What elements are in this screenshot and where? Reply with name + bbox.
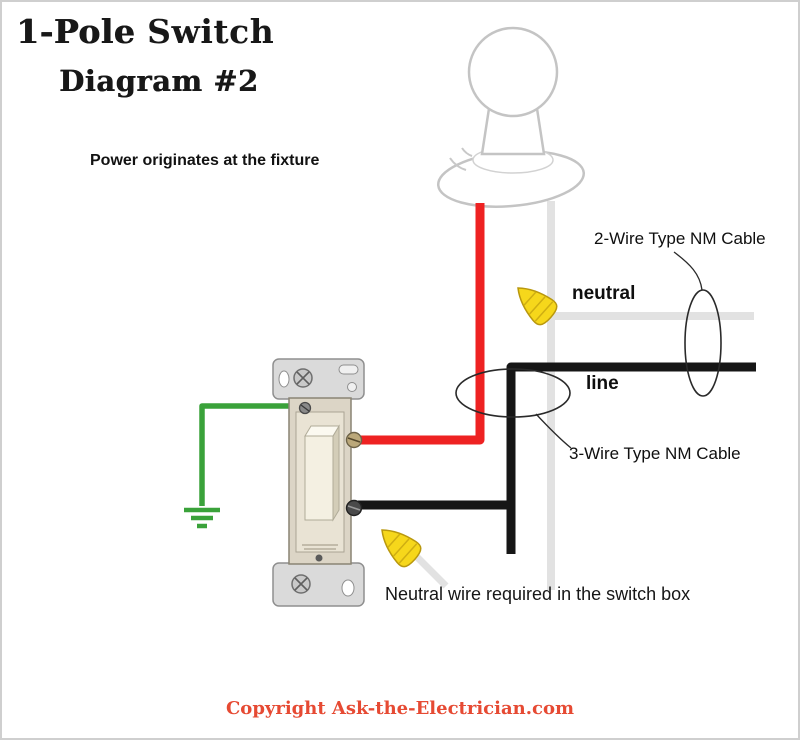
mounting-screw-top bbox=[293, 368, 313, 388]
label-neutral: neutral bbox=[572, 283, 636, 304]
wire-nut-neutral-junction bbox=[517, 287, 558, 326]
face-screw-bottom bbox=[315, 554, 323, 562]
label-neutral-note: Neutral wire required in the switch box bbox=[385, 584, 691, 604]
light-fixture bbox=[436, 26, 586, 208]
title-line1-rest: Switch bbox=[135, 12, 275, 51]
strap-ear-hole-bottom bbox=[341, 579, 355, 597]
single-pole-toggle-switch bbox=[272, 358, 365, 607]
terminal-screw-bottom bbox=[345, 499, 363, 517]
terminal-screw-top bbox=[345, 431, 363, 449]
strap-hole-top-right bbox=[347, 382, 357, 392]
page-title: 1-Pole Switch bbox=[16, 12, 274, 51]
rating-marks bbox=[302, 544, 338, 550]
label-2wire-cable: 2-Wire Type NM Cable bbox=[594, 229, 766, 248]
ground-wire bbox=[199, 403, 302, 506]
line-hot-wire-black bbox=[358, 362, 756, 554]
ground-screw bbox=[298, 401, 312, 415]
leader-line-3wire bbox=[535, 413, 572, 449]
neutral-pigtail-stub bbox=[411, 551, 449, 589]
wires bbox=[184, 201, 756, 590]
canopy-highlight bbox=[449, 147, 473, 171]
mounting-screw-bottom bbox=[291, 574, 311, 594]
title-line1-strong: 1-Pole bbox=[16, 12, 136, 51]
bulb-glass bbox=[467, 26, 559, 118]
switched-hot-wire-red bbox=[358, 203, 485, 445]
cable-circle-3wire bbox=[455, 368, 571, 418]
strap-slot-top bbox=[338, 364, 359, 375]
toggle-lever bbox=[304, 435, 334, 521]
wire-nut-switch-box bbox=[381, 529, 422, 568]
toggle-top-face bbox=[304, 425, 340, 437]
copyright: Copyright Ask-the-Electrician.com bbox=[225, 698, 575, 719]
leader-line-2wire bbox=[673, 251, 703, 291]
cable-circle-2wire bbox=[684, 289, 722, 397]
strap-ear-hole-top bbox=[278, 370, 290, 388]
label-3wire-cable: 3-Wire Type NM Cable bbox=[569, 444, 741, 463]
page-title-line2: Diagram #2 bbox=[59, 64, 259, 98]
toggle-side-face bbox=[332, 424, 340, 522]
ground-symbol bbox=[184, 507, 220, 529]
cable-annotations bbox=[455, 251, 722, 449]
label-line: line bbox=[586, 373, 619, 394]
subtitle: Power originates at the fixture bbox=[90, 152, 320, 169]
